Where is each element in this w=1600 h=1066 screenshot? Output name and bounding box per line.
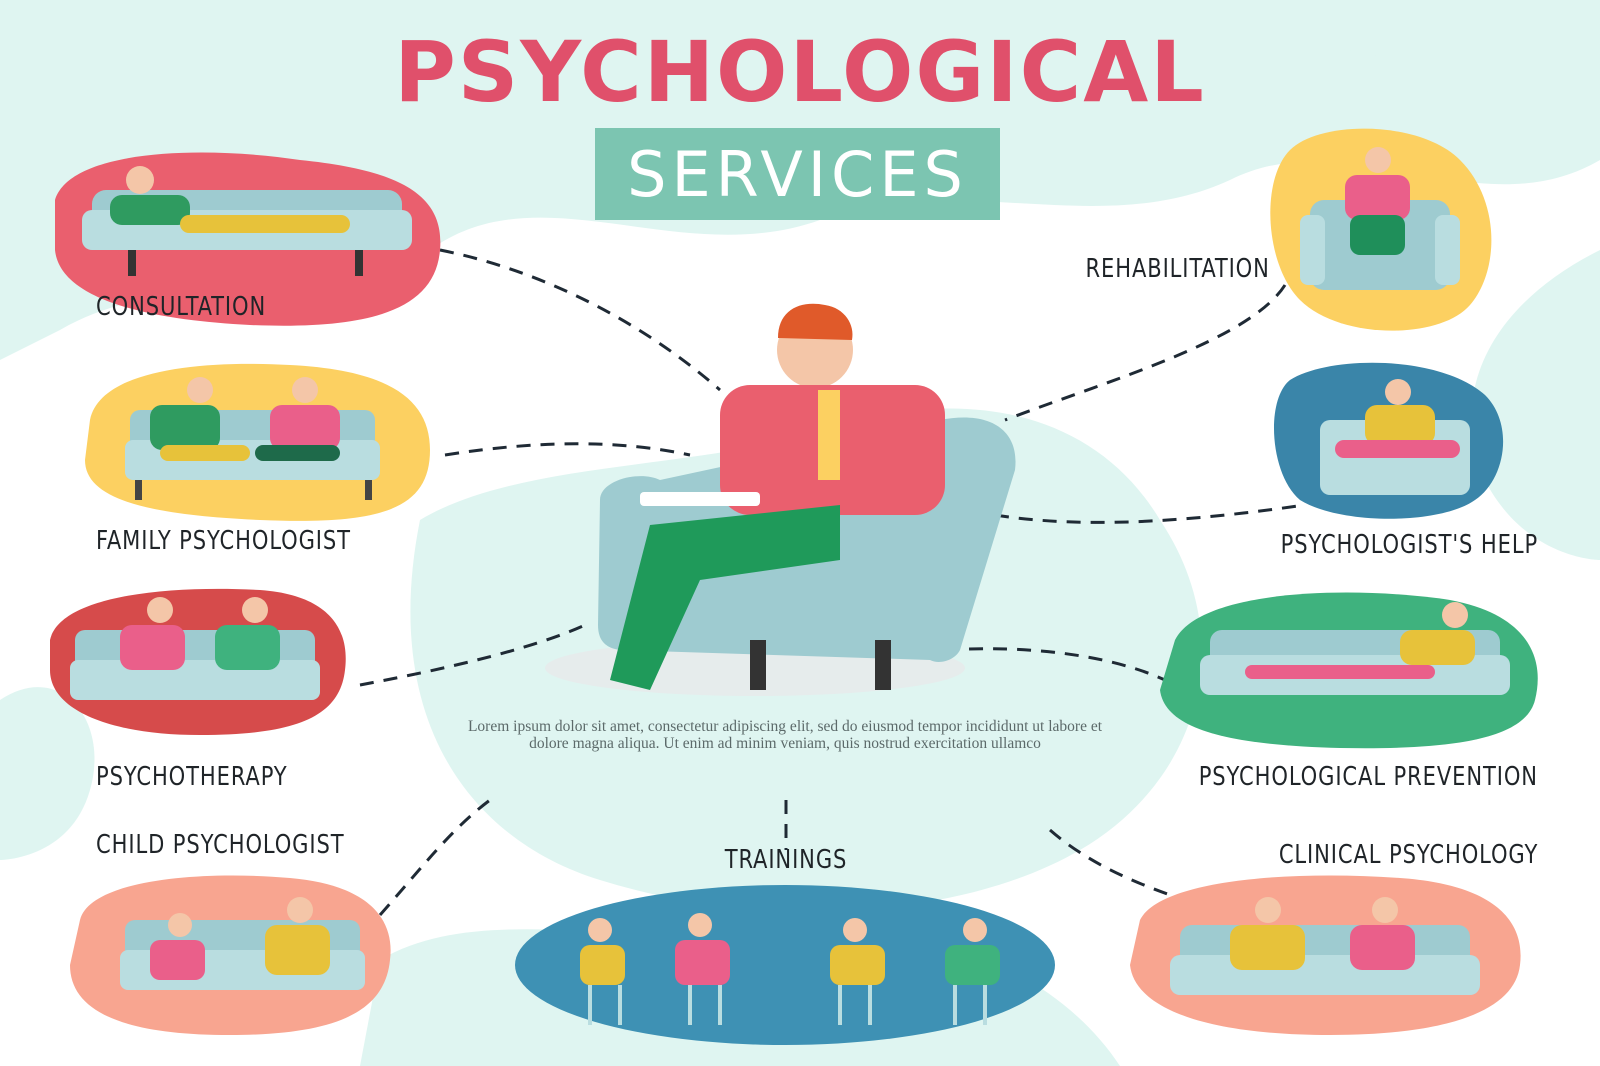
label-psychotherapy: PSYCHOTHERAPY bbox=[96, 762, 288, 792]
person-icon bbox=[610, 303, 945, 690]
label-rehabilitation: REHABILITATION bbox=[1085, 254, 1270, 284]
person-icon bbox=[120, 597, 185, 670]
label-trainings: TRAININGS bbox=[724, 845, 848, 875]
label-consultation: CONSULTATION bbox=[96, 292, 267, 322]
person-icon bbox=[830, 918, 885, 985]
person-icon bbox=[110, 166, 350, 233]
subtitle-badge: SERVICES bbox=[595, 128, 1000, 220]
sofa-icon bbox=[70, 630, 320, 700]
person-icon bbox=[580, 918, 625, 985]
person-icon bbox=[675, 913, 730, 985]
clinical-illustration bbox=[1130, 875, 1521, 1035]
label-psychological-prevention: PSYCHOLOGICAL PREVENTION bbox=[1198, 762, 1538, 792]
prevention-illustration bbox=[1160, 592, 1538, 749]
person-icon bbox=[1350, 897, 1415, 970]
chair-icon bbox=[588, 985, 987, 1025]
rehabilitation-illustration bbox=[1270, 128, 1492, 331]
connector-lines bbox=[359, 248, 1306, 916]
psychologist-figure bbox=[545, 303, 1016, 696]
person-icon bbox=[215, 597, 280, 670]
person-icon bbox=[255, 377, 340, 461]
label-clinical-psychology: CLINICAL PSYCHOLOGY bbox=[1278, 840, 1538, 870]
help-illustration bbox=[1273, 362, 1504, 519]
person-icon bbox=[1345, 147, 1410, 255]
family-illustration bbox=[85, 363, 430, 521]
person-icon bbox=[1335, 379, 1460, 458]
page-subtitle: SERVICES bbox=[627, 137, 968, 211]
trainings-illustration bbox=[515, 885, 1055, 1045]
description-text: Lorem ipsum dolor sit amet, consectetur … bbox=[467, 718, 1103, 752]
person-icon bbox=[265, 897, 330, 975]
psychotherapy-illustration bbox=[50, 588, 346, 735]
label-family-psychologist: FAMILY PSYCHOLOGIST bbox=[96, 526, 351, 556]
person-icon bbox=[150, 377, 250, 461]
sofa-icon bbox=[1170, 925, 1480, 995]
person-icon bbox=[945, 918, 1000, 985]
label-child-psychologist: CHILD PSYCHOLOGIST bbox=[96, 830, 345, 860]
person-icon bbox=[1230, 897, 1305, 970]
label-psychologists-help: PSYCHOLOGIST'S HELP bbox=[1280, 530, 1538, 560]
child-illustration bbox=[70, 875, 391, 1035]
person-icon bbox=[150, 913, 205, 980]
consultation-illustration bbox=[55, 152, 441, 326]
page-title: PSYCHOLOGICAL bbox=[394, 23, 1206, 121]
person-icon bbox=[1245, 602, 1475, 679]
